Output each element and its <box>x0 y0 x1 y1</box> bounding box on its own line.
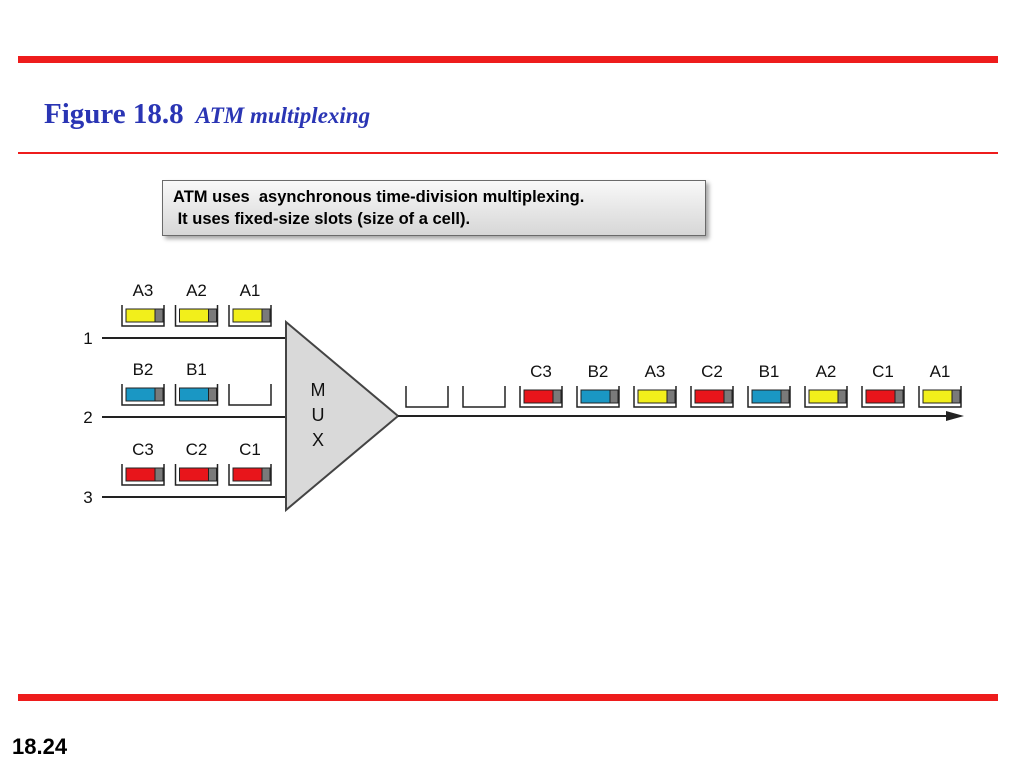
cell-label: B2 <box>133 360 154 379</box>
slot-bracket <box>633 386 677 408</box>
slot-bracket <box>121 464 165 486</box>
cell-label: C3 <box>530 362 552 381</box>
cell-header <box>261 467 271 482</box>
cell-body <box>580 389 611 404</box>
cell-header <box>894 389 904 404</box>
cell-label: B1 <box>186 360 207 379</box>
cell-label: C3 <box>132 440 154 459</box>
figure-label: Figure 18.8 <box>44 98 184 130</box>
cell-body <box>232 308 263 323</box>
cell-label: A2 <box>816 362 837 381</box>
cell-label: B2 <box>588 362 609 381</box>
cell-body <box>179 387 209 402</box>
mux-label: MUX <box>311 380 326 450</box>
slide-number: 18.24 <box>12 734 68 759</box>
slot-bracket <box>228 305 272 327</box>
input-line-label: 2 <box>83 408 92 427</box>
slot-bracket <box>405 386 449 408</box>
arrow-head-icon <box>946 411 964 421</box>
cell-body <box>751 389 782 404</box>
slot-bracket <box>690 386 734 408</box>
cell-header <box>208 387 217 402</box>
cell-label: A1 <box>930 362 951 381</box>
cell-header <box>780 389 790 404</box>
slot-bracket <box>747 386 791 408</box>
cell-body <box>922 389 953 404</box>
cell-label: A2 <box>186 281 207 300</box>
slot-bracket <box>174 384 219 406</box>
output-line <box>398 411 964 421</box>
cell-body <box>125 387 156 402</box>
slot-bracket <box>918 386 962 408</box>
cell-header <box>154 308 164 323</box>
cell-header <box>154 387 164 402</box>
slide-title: Figure 18.8 ATM multiplexing <box>44 94 370 131</box>
slot-bracket <box>228 464 272 486</box>
slot-bracket <box>462 386 506 408</box>
cell-label: A3 <box>645 362 666 381</box>
slot-bracket <box>174 464 219 486</box>
cell-header <box>208 308 217 323</box>
cell-header <box>666 389 676 404</box>
cell-header <box>723 389 733 404</box>
cell-body <box>865 389 896 404</box>
cell-label: A1 <box>240 281 261 300</box>
mux-triangle <box>285 319 400 513</box>
cell-label: A3 <box>133 281 154 300</box>
figure-caption: ATM multiplexing <box>195 103 371 128</box>
slot-bracket <box>861 386 905 408</box>
cell-body <box>179 467 209 482</box>
cell-body <box>694 389 725 404</box>
note-box: ATM uses asynchronous time-division mult… <box>162 180 706 236</box>
cell-header <box>154 467 164 482</box>
cell-header <box>837 389 847 404</box>
input-line-label: 3 <box>83 488 92 507</box>
cell-header <box>261 308 271 323</box>
slot-bracket <box>804 386 848 408</box>
cell-header <box>552 389 562 404</box>
cell-label: C2 <box>186 440 208 459</box>
slot-bracket <box>228 384 272 406</box>
slot-bracket <box>174 305 219 327</box>
input-lines: 1 2 3 <box>83 329 286 507</box>
cell-body <box>125 467 156 482</box>
title-divider <box>18 152 998 154</box>
cell-body <box>637 389 668 404</box>
slot-bracket <box>121 305 165 327</box>
cell-label: C1 <box>239 440 261 459</box>
cell-body <box>125 308 156 323</box>
mux-letter: M <box>311 380 326 400</box>
input-line-label: 1 <box>83 329 92 348</box>
cell-header <box>208 467 217 482</box>
slot-bracket <box>519 386 563 408</box>
mux-letter: U <box>312 405 325 425</box>
cell-body <box>179 308 209 323</box>
cell-body <box>808 389 839 404</box>
cell-header <box>951 389 961 404</box>
note-line-1: ATM uses asynchronous time-division mult… <box>173 188 585 206</box>
cell-label: C1 <box>872 362 894 381</box>
cell-label: B1 <box>759 362 780 381</box>
cell-header <box>609 389 619 404</box>
cell-label: C2 <box>701 362 723 381</box>
slot-bracket <box>121 384 165 406</box>
cell-body <box>232 467 263 482</box>
cell-body <box>523 389 554 404</box>
note-line-2: It uses fixed-size slots (size of a cell… <box>173 210 471 228</box>
slot-bracket <box>576 386 620 408</box>
mux-letter: X <box>312 430 324 450</box>
top-accent-bar <box>18 56 998 63</box>
bottom-accent-bar <box>18 694 998 701</box>
